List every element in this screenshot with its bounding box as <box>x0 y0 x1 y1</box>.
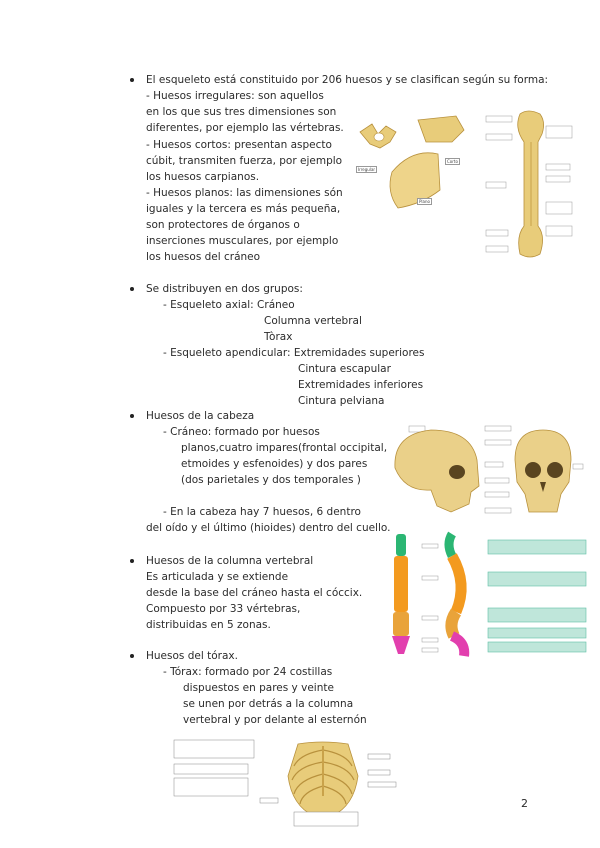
label-corto: Corto <box>445 158 460 165</box>
section5-line: se unen por detrás a la columna <box>183 698 354 710</box>
apendicular-item: Cintura pelviana <box>298 395 385 407</box>
apendicular-item: Extremidades inferiores <box>298 379 424 391</box>
section1-line: - Huesos planos: las dimensiones són <box>146 187 343 199</box>
section1-line: diferentes, por ejemplo las vértebras. <box>146 122 344 134</box>
section1-line: en los que sus tres dimensiones son <box>146 106 337 118</box>
label-plano: Plano <box>417 198 432 205</box>
section3-extra: del oído y el último (hioides) dentro de… <box>146 522 391 534</box>
section1-line: iguales y la tercera es más pequeña, <box>146 203 341 215</box>
section5-line: - Tórax: formado por 24 costillas <box>163 666 333 678</box>
bullet-dot <box>130 559 134 563</box>
section1-line: inserciones musculares, por ejemplo <box>146 235 339 247</box>
skull-figure <box>394 425 584 514</box>
bone-types-figure <box>359 115 465 209</box>
section5-line: dispuestos en pares y veinte <box>183 682 334 694</box>
section1-bullet: El esqueleto está constituido por 206 hu… <box>146 74 549 86</box>
axial-label: - Esqueleto axial: Cráneo <box>163 299 295 311</box>
section1-line: los huesos del cráneo <box>146 251 261 263</box>
section1-line: los huesos carpianos. <box>146 171 260 183</box>
bullet-dot <box>130 654 134 658</box>
apendicular-label: - Esqueleto apendicular: Extremidades su… <box>163 347 425 359</box>
section4-line: Compuesto por 33 vértebras, <box>146 603 301 615</box>
thorax-figure <box>173 739 397 827</box>
section4-line: desde la base del cráneo hasta el cóccix… <box>146 587 363 599</box>
section5-bullet: Huesos del tórax. <box>146 650 238 662</box>
section3-line: (dos parietales y dos temporales ) <box>181 474 361 486</box>
spine-figure <box>392 531 587 657</box>
bullet-dot <box>130 414 134 418</box>
section1-line: - Huesos irregulares: son aquellos <box>146 90 324 102</box>
section3-line: etmoides y esfenoides) y dos pares <box>181 458 368 470</box>
section4-line: Es articulada y se extiende <box>146 571 289 583</box>
section2-bullet: Se distribuyen en dos grupos: <box>146 283 303 295</box>
section1-line: - Huesos cortos: presentan aspecto <box>146 139 332 151</box>
bullet-dot <box>130 78 134 82</box>
page-number: 2 <box>521 797 528 810</box>
section3-line: - Cráneo: formado por huesos <box>163 426 320 438</box>
apendicular-item: Cintura escapular <box>298 363 391 375</box>
section1-line: son protectores de órganos o <box>146 219 300 231</box>
section3-bullet: Huesos de la cabeza <box>146 410 255 422</box>
section5-line: vertebral y por delante al esternón <box>183 714 367 726</box>
bullet-dot <box>130 287 134 291</box>
axial-item: Columna vertebral <box>264 315 362 327</box>
axial-item: Tòrax <box>264 331 293 343</box>
section4-line: distribuidas en 5 zonas. <box>146 619 271 631</box>
section1-line: cúbit, transmiten fuerza, por ejemplo <box>146 155 343 167</box>
label-irregular: Irregular <box>356 166 378 173</box>
section3-extra: - En la cabeza hay 7 huesos, 6 dentro <box>163 506 361 518</box>
long-bone-figure <box>485 110 573 258</box>
section3-line: planos,cuatro impares(frontal occipital, <box>181 442 388 454</box>
section4-bullet: Huesos de la columna vertebral <box>146 555 314 567</box>
